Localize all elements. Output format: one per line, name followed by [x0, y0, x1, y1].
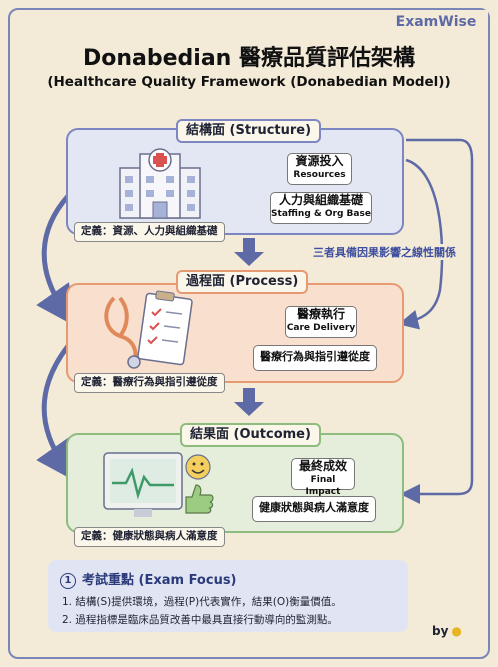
process-definition: 定義：醫療行為與指引遵從度: [74, 373, 225, 393]
byline-text: by: [432, 624, 449, 638]
down-arrow-structure-process: [234, 238, 264, 266]
exam-focus-title: 考試重點 (Exam Focus): [82, 573, 237, 588]
exam-focus-line-2: 2. 過程指標是臨床品質改善中最具直接行動導向的監測點。: [62, 614, 338, 626]
health-satisfaction-tag: 健康狀態與病人滿意度: [252, 496, 376, 522]
down-arrow-process-outcome: [234, 388, 264, 416]
byline: by●: [432, 624, 462, 638]
right-long-arrow: [400, 138, 474, 504]
outcome-header: 結果面 (Outcome): [180, 423, 321, 447]
hospital-icon: [119, 148, 201, 219]
banana-icon: ●: [451, 624, 462, 638]
causal-relation-note: 三者具備因果影響之線性關係: [313, 244, 456, 260]
left-curve-arrow-1: [36, 194, 76, 327]
structure-definition: 定義：資源、人力與組織基礎: [74, 222, 225, 242]
outcome-definition: 定義：健康狀態與病人滿意度: [74, 527, 225, 547]
monitor-thumbsup-icon: [103, 452, 214, 517]
exam-focus-header: 1 考試重點 (Exam Focus): [60, 569, 237, 589]
staffing-tag: 人力與組織基礎 Staffing & Org Base: [270, 192, 372, 224]
page-subtitle: (Healthcare Quality Framework (Donabedia…: [47, 74, 451, 90]
exam-focus-panel: 1 考試重點 (Exam Focus) 1. 結構(S)提供環境，過程(P)代表實…: [48, 560, 408, 632]
brand-label: ExamWise: [384, 10, 488, 34]
page-frame: [8, 8, 490, 659]
right-curve-arrow: [398, 158, 444, 330]
process-header: 過程面 (Process): [176, 270, 309, 294]
left-curve-arrow-2: [36, 344, 76, 482]
resources-tag: 資源投入 Resources: [287, 153, 352, 185]
final-impact-tag: 最終成效 Final Impact: [291, 458, 355, 497]
structure-header: 結構面 (Structure): [176, 119, 322, 143]
clipboard-stethoscope-icon: [104, 290, 193, 369]
page-title: Donabedian 醫療品質評估架構: [82, 46, 415, 71]
guideline-adherence-tag: 醫療行為與指引遵從度: [253, 345, 377, 371]
care-delivery-tag: 醫療執行 Care Delivery: [285, 306, 357, 338]
exam-focus-line-1: 1. 結構(S)提供環境，過程(P)代表實作，結果(O)衡量價值。: [62, 596, 342, 608]
exam-focus-number: 1: [60, 573, 76, 589]
